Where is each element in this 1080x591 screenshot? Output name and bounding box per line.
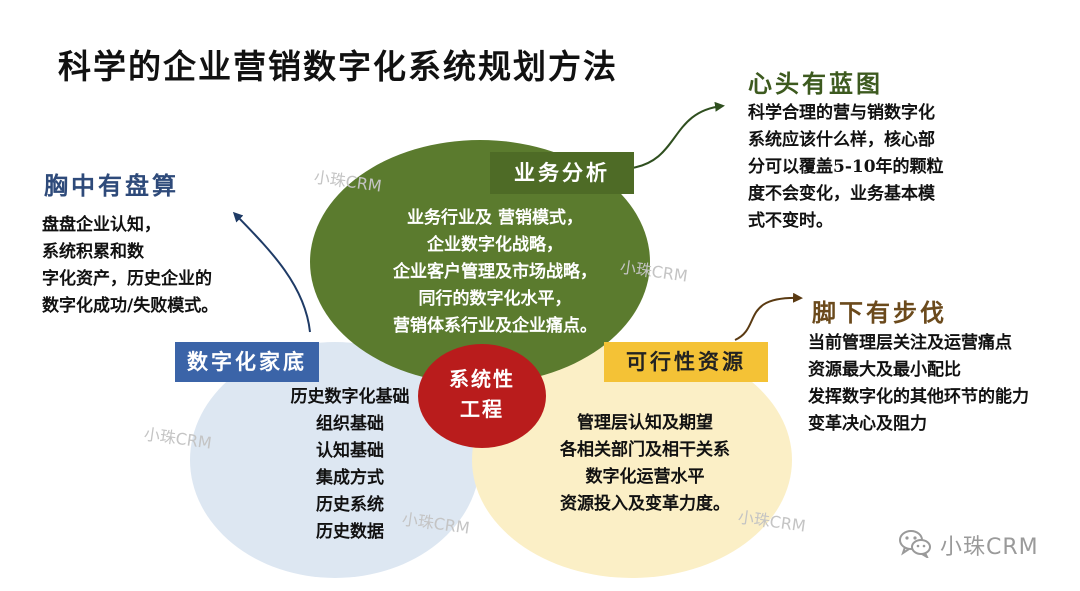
right-top-panel-line: 系统应该什么样，核心部 <box>748 130 935 150</box>
brand: 小珠CRM <box>898 528 1039 562</box>
core-line: 工程 <box>460 397 504 421</box>
core-circle <box>418 344 546 448</box>
left-panel-line: 字化资产，历史企业的 <box>42 269 212 289</box>
business-circle <box>310 140 650 384</box>
left-panel-text: 盘盘企业认知， 系统积累和数 字化资产，历史企业的 数字化成功/失败模式。 <box>42 212 262 320</box>
right-mid-panel-line: 变革决心及阻力 <box>808 414 927 434</box>
wechat-icon <box>898 528 932 562</box>
feasible-resources-label: 可行性资源 <box>604 342 768 382</box>
right-mid-panel-line: 资源最大及最小配比 <box>808 360 961 380</box>
core-label: 系统性 工程 <box>430 364 534 424</box>
arrow-to-right-top-panel <box>631 101 725 169</box>
digital-assets-label: 数字化家底 <box>175 342 319 382</box>
feasible-line: 资源投入及变革力度。 <box>560 494 730 514</box>
left-panel-line: 盘盘企业认知， <box>42 215 161 235</box>
left-panel-line: 系统积累和数 <box>42 242 144 262</box>
business-line: 同行的数字化水平， <box>418 289 572 309</box>
digital-line: 集成方式 <box>316 468 384 488</box>
brand-text: 小珠CRM <box>940 535 1039 560</box>
left-panel-heading: 胸中有盘算 <box>44 171 179 200</box>
digital-line: 认知基础 <box>316 441 384 461</box>
business-line: 企业客户管理及市场战略， <box>393 262 597 282</box>
digital-circle <box>190 342 480 578</box>
right-top-panel-line: 度不会变化，业务基本模 <box>748 184 935 204</box>
digital-line: 历史数字化基础 <box>290 387 410 407</box>
digital-circle-text: 历史数字化基础 组织基础 认知基础 集成方式 历史系统 历史数据 <box>250 384 450 546</box>
right-mid-panel-text: 当前管理层关注及运营痛点 资源最大及最小配比 发挥数字化的其他环节的能力 变革决… <box>808 330 1078 438</box>
right-top-panel-heading: 心头有蓝图 <box>748 69 883 98</box>
page-title: 科学的企业营销数字化系统规划方法 <box>58 47 618 86</box>
feasible-circle <box>472 342 792 578</box>
core-line: 系统性 <box>449 367 515 391</box>
arrow-to-right-mid-panel <box>734 292 803 341</box>
feasible-line: 数字化运营水平 <box>585 467 705 487</box>
business-line: 营销体系行业及企业痛点。 <box>393 316 597 336</box>
left-panel-line: 数字化成功/失败模式。 <box>42 296 219 316</box>
feasible-line: 管理层认知及期望 <box>577 413 713 433</box>
business-line: 企业数字化战略， <box>427 235 563 255</box>
right-top-panel-line: 式不变时。 <box>748 211 833 231</box>
right-top-panel-line: 科学合理的营与销数字化 <box>748 103 935 123</box>
feasible-line: 各相关部门及相干关系 <box>560 440 730 460</box>
business-line: 业务行业及 营销模式， <box>407 208 583 228</box>
digital-line: 历史系统 <box>316 495 384 515</box>
digital-line: 历史数据 <box>316 522 384 542</box>
right-mid-panel-line: 发挥数字化的其他环节的能力 <box>808 387 1029 407</box>
right-top-panel-text: 科学合理的营与销数字化 系统应该什么样，核心部 分可以覆盖5-10年的颗粒 度不… <box>748 100 998 235</box>
business-circle-text: 业务行业及 营销模式， 企业数字化战略， 企业客户管理及市场战略， 同行的数字化… <box>330 205 660 340</box>
right-mid-panel-heading: 脚下有步伐 <box>812 298 947 327</box>
business-analysis-label: 业务分析 <box>490 152 634 194</box>
arrow-to-left-panel <box>232 211 311 333</box>
digital-line: 组织基础 <box>316 414 384 434</box>
feasible-circle-text: 管理层认知及期望 各相关部门及相干关系 数字化运营水平 资源投入及变革力度。 <box>520 410 770 518</box>
right-top-panel-line: 分可以覆盖5-10年的颗粒 <box>748 157 944 177</box>
right-mid-panel-line: 当前管理层关注及运营痛点 <box>808 333 1012 353</box>
